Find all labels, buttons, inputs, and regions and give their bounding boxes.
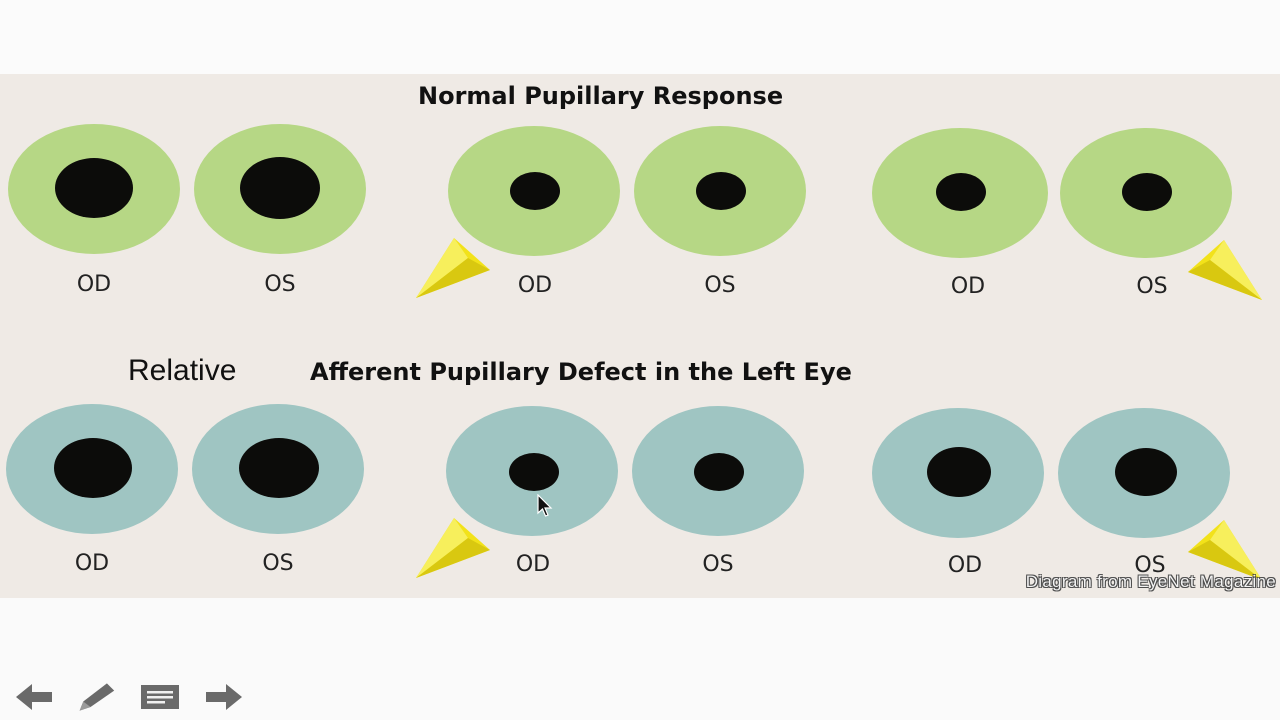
label-od: OD (74, 551, 110, 576)
eye-normal-os-3 (1060, 128, 1232, 258)
previous-slide-button[interactable] (14, 678, 54, 716)
eye-rapd-os-2 (632, 406, 804, 536)
eye-rapd-os-1 (192, 404, 364, 534)
pupil (510, 172, 560, 210)
label-od: OD (950, 274, 986, 299)
eye-normal-od-3 (872, 128, 1048, 258)
row2-prefix: Relative (128, 354, 237, 387)
label-os: OS (1134, 553, 1166, 578)
label-os: OS (702, 552, 734, 577)
pupil (240, 157, 320, 219)
label-od: OD (947, 553, 983, 578)
light-beam-icon (1188, 520, 1262, 580)
next-slide-button[interactable] (204, 678, 244, 716)
label-od: OD (76, 272, 112, 297)
row1-title: Normal Pupillary Response (418, 82, 784, 110)
pupil (55, 158, 133, 218)
label-od: OD (515, 552, 551, 577)
label-os: OS (704, 273, 736, 298)
label-os: OS (1136, 274, 1168, 299)
image-credit: Diagram from EyeNet Magazine (1025, 572, 1276, 591)
bottom-area (0, 598, 1280, 720)
light-beam-icon (1188, 240, 1262, 300)
pen-tool-button[interactable] (76, 678, 116, 716)
row2-title: Afferent Pupillary Defect in the Left Ey… (310, 358, 852, 386)
mouse-cursor-icon (537, 494, 553, 517)
pupil (239, 438, 319, 498)
pupil (694, 453, 744, 491)
eye-rapd-od-1 (6, 404, 178, 534)
label-os: OS (262, 551, 294, 576)
eye-rapd-od-3 (872, 408, 1044, 538)
slide-menu-button[interactable] (140, 678, 180, 716)
pupil (54, 438, 132, 498)
eye-normal-os-1 (194, 124, 366, 254)
eye-normal-od-2 (448, 126, 620, 256)
pupil (1115, 448, 1177, 496)
eye-rapd-os-3 (1058, 408, 1230, 538)
arrow-right-icon (206, 684, 242, 710)
label-od: OD (517, 273, 553, 298)
pupil (696, 172, 746, 210)
arrow-left-icon (16, 684, 52, 710)
pupil (1122, 173, 1172, 211)
label-os: OS (264, 272, 296, 297)
menu-icon (141, 685, 179, 709)
slide: Normal Pupillary Response OD OS OD OS OD… (0, 74, 1280, 598)
eye-normal-od-1 (8, 124, 180, 254)
pupil (936, 173, 986, 211)
eye-rapd-od-2 (446, 406, 618, 536)
light-beam-icon (416, 518, 490, 578)
top-bar (0, 0, 1280, 74)
eye-normal-os-2 (634, 126, 806, 256)
pupil (509, 453, 559, 491)
pupil (927, 447, 991, 497)
light-beam-icon (416, 238, 490, 298)
pen-icon (79, 683, 115, 711)
